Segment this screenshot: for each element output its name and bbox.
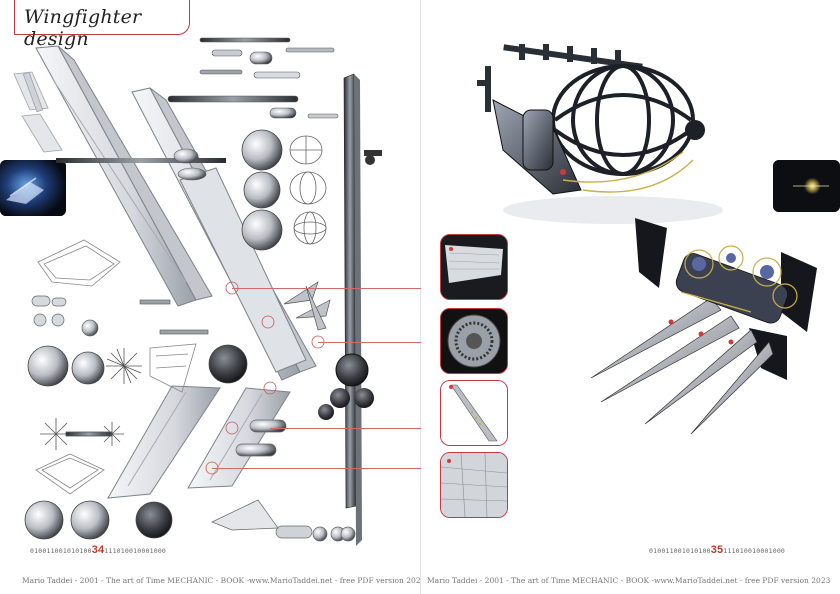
blade-detail-icon [441,381,507,445]
title-tab: Wingfighter design [14,0,190,50]
guide-line-4 [212,468,438,469]
guide-line-1 [232,288,438,289]
page-number-left: 34 [91,544,105,556]
cross-rod [56,148,226,181]
page-number-bar-left: 01001100101010034111010010001000 [30,544,166,556]
left-wing-panel [35,45,213,307]
binary-code-right-b: 111010010001000 [723,547,786,555]
wing-texture-detail-icon [441,235,507,299]
panel-texture-detail-icon [441,453,507,517]
page-title: Wingfighter design [24,6,142,50]
wingfighter-render [590,218,817,435]
side-thumbnail-left [0,160,66,216]
lattice-frames [35,239,197,495]
side-thumbnail-right [773,160,840,212]
detail-box-gear-disc [440,308,508,374]
binary-code-right-a: 010011001010100 [649,547,711,555]
credit-right: Mario Taddei - 2001 - The art of Time ME… [427,576,831,585]
cage-structure-render [477,44,723,224]
blade-fans [40,348,142,450]
glow-light-thumbnail-icon [773,160,840,212]
left-page: Wingfighter design [0,0,425,594]
binary-code-left-b: 111010010001000 [104,547,167,555]
lower-wing-panels [107,385,291,499]
binary-code-left-a: 010011001010100 [30,547,92,555]
detail-box-wing-texture [440,234,508,300]
guide-line-2 [318,342,438,343]
detail-box-blade [440,380,508,446]
cage-spheres [289,135,327,245]
misc-components [31,295,356,542]
sphere-parts [24,129,283,540]
gear-disc-detail-icon [441,309,507,373]
dagger-parts [283,281,331,331]
credit-left: Mario Taddei - 2001 - The art of Time ME… [22,576,426,585]
page-number-bar-right: 01001100101010035111010010001000 [649,544,785,556]
panel-strips [13,71,63,153]
blue-ship-thumbnail-icon [0,160,66,216]
small-rods-top [167,37,339,119]
exploded-parts-drawing [13,37,382,546]
page-number-right: 35 [710,544,724,556]
detail-box-panel-texture [440,452,508,518]
guide-line-3 [270,428,438,429]
